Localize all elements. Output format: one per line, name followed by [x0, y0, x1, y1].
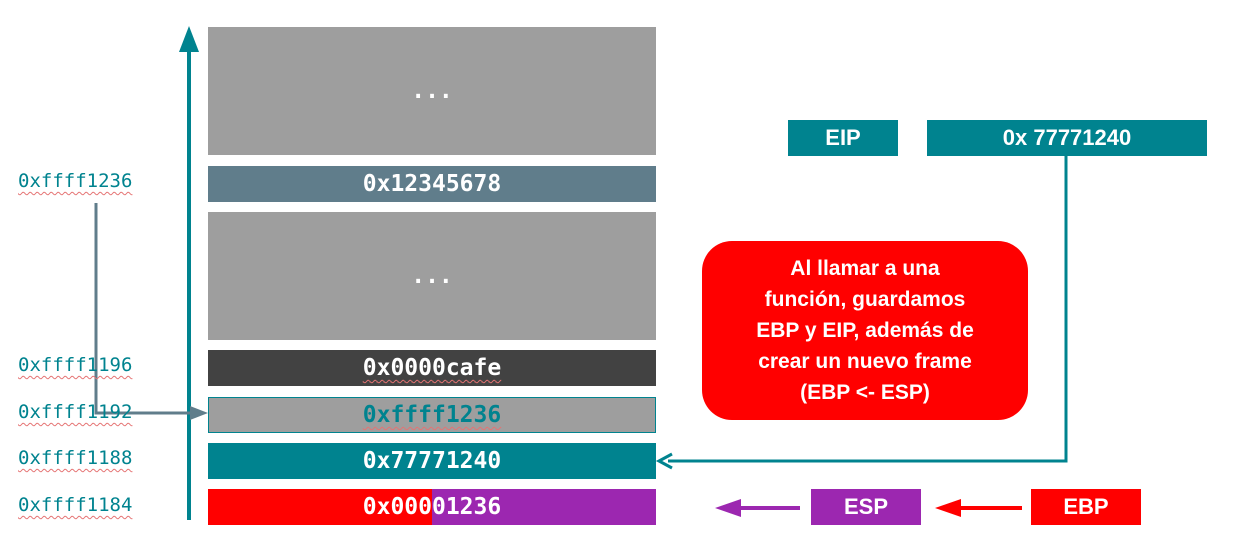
esp-register-label: ESP — [811, 489, 921, 525]
ebp-register-label: EBP — [1031, 489, 1141, 525]
callout-line: crear un nuevo frame — [758, 350, 972, 373]
callout-line: (EBP <- ESP) — [800, 381, 930, 404]
block-label: 0x77771240 — [362, 448, 502, 474]
stack-block-current-frame: 0x00001236 — [208, 489, 656, 525]
explanation-callout: Al llamar a una función, guardamos EBP y… — [702, 241, 1028, 420]
block-label: 0x12345678 — [362, 171, 502, 197]
ebp-arrow — [935, 499, 1022, 517]
block-label: ... — [411, 263, 453, 289]
address-label: 0xffff1236 — [18, 170, 133, 192]
block-label: 0x00001236 — [362, 494, 502, 520]
stack-block-cafe: 0x0000cafe — [208, 350, 656, 386]
block-label: 0xffff1236 — [362, 402, 502, 428]
callout-line: función, guardamos — [764, 288, 966, 311]
stack-block-ellipsis-top: ... — [208, 27, 656, 155]
eip-register-label: EIP — [788, 120, 898, 156]
callout-line: EBP y EIP, además de — [756, 319, 974, 342]
stack-block-ellipsis-middle: ... — [208, 212, 656, 340]
address-label: 0xffff1196 — [18, 354, 133, 376]
block-label: ... — [411, 78, 453, 104]
eip-register-value: 0x 77771240 — [927, 120, 1207, 156]
stack-growth-arrow — [179, 26, 199, 520]
block-label: 0x0000cafe — [362, 355, 502, 381]
stack-block-saved-eip: 0x77771240 — [208, 443, 656, 479]
esp-arrow — [715, 499, 800, 517]
eip-return-arrow — [655, 155, 1068, 470]
stack-block-saved-ebp-old: 0x12345678 — [208, 166, 656, 202]
callout-line: Al llamar a una — [790, 257, 940, 280]
saved-ebp-pointer-arrow — [94, 203, 208, 420]
address-label: 0xffff1192 — [18, 401, 133, 423]
address-label: 0xffff1184 — [18, 494, 133, 516]
address-label: 0xffff1188 — [18, 447, 133, 469]
stack-block-saved-ebp: 0xffff1236 — [208, 397, 656, 433]
